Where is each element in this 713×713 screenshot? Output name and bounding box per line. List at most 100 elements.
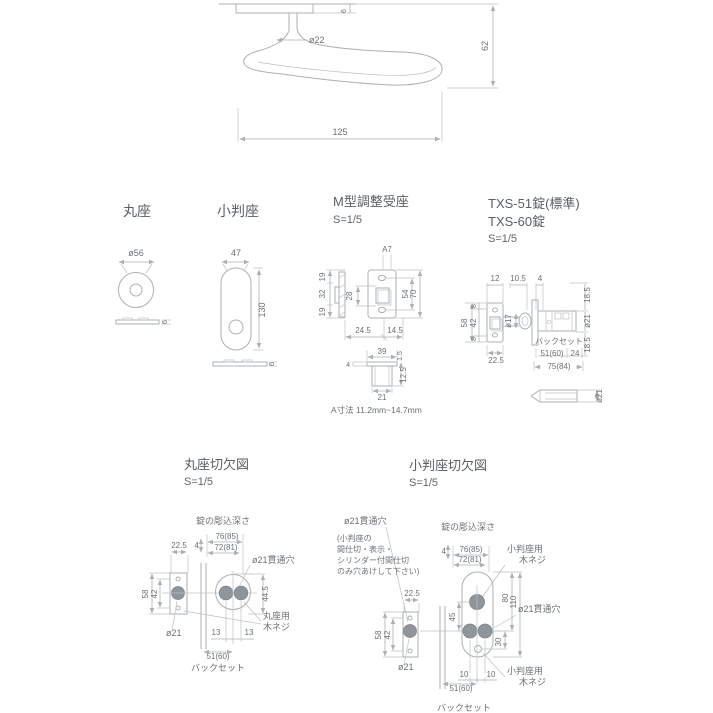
round-rose-outline — [118, 272, 154, 308]
backset-label: バックセット — [437, 703, 491, 713]
dim-rose-thickness: 6 — [162, 320, 169, 324]
dim-28: 28 — [345, 291, 354, 300]
latch-bolt-bottom-view — [530, 389, 578, 403]
oval-cutout-figure: 小判座切欠図 S=1/5 ø21貫通穴 (小判座の 間仕切・表示・ シリンダー付… — [337, 458, 561, 713]
dim-80: 80 — [501, 593, 510, 602]
through-hole-label-mid: ø21貫通穴 — [518, 603, 561, 614]
round-cutout-scale: S=1/5 — [184, 476, 213, 488]
dim-12-5: 12.5 — [399, 367, 408, 383]
mortise-depth-label: 錠の彫込深さ — [196, 515, 250, 526]
dim-51-60: 51(60) — [540, 349, 563, 358]
strike-title: M型調整受座 — [333, 194, 409, 209]
dim-oval-width: 47 — [231, 248, 241, 258]
round-cutout-figure: 丸座切欠図 S=1/5 錠の彫込深さ 4 76(85) 72(81) 22.5 … — [141, 457, 295, 673]
oval-rose-hole — [228, 319, 244, 335]
oval-cutout-title: 小判座切欠図 — [409, 458, 487, 473]
strike-plate-figure: M型調整受座 S=1/5 A7 19 32 19 28 54 70 24.5 1… — [318, 194, 423, 415]
dim-72-81: 72(81) — [214, 543, 237, 552]
dim-phi21-side: ø21 — [595, 389, 604, 403]
screw-label-top-1: 小判座用 — [507, 543, 543, 554]
dim-10-5: 10.5 — [510, 274, 526, 283]
latch-body-side — [503, 299, 577, 346]
oval-rose-title: 小判座 — [217, 203, 259, 219]
dim-44-5: 44.5 — [261, 586, 270, 602]
dim-76-85: 76(85) — [459, 545, 482, 554]
latch-title-1: TXS-51錠(標準) — [488, 196, 580, 211]
dim-54: 54 — [401, 289, 410, 298]
dim-oval-height: 130 — [257, 302, 267, 317]
round-rose-hole — [129, 283, 143, 297]
through-hole-label: ø21貫通穴 — [252, 554, 295, 565]
dim-4: 4 — [442, 547, 447, 556]
through-hole-mid-left — [462, 623, 478, 639]
dim-19-top: 19 — [318, 272, 327, 281]
door-corner-lines — [439, 606, 446, 689]
dim-4: 4 — [195, 541, 200, 550]
dim-22-5: 22.5 — [171, 541, 187, 550]
dim-18-5-bottom: 18.5 — [583, 337, 592, 353]
latch-title-2: TXS-60錠 — [488, 214, 545, 229]
dim-18-5-top: 18.5 — [583, 287, 592, 303]
dim-76-85: 76(85) — [215, 532, 238, 541]
dim-58: 58 — [460, 318, 469, 327]
oval-rose-outline — [220, 267, 252, 351]
dim-1-5: 1.5 — [397, 351, 404, 361]
dim-51-60: 51(60) — [206, 652, 229, 661]
dim-32: 32 — [318, 289, 327, 298]
oval-cutout-scale: S=1/5 — [409, 477, 438, 489]
lever-handle-side-view: 6 ø22 62 125 — [219, 3, 498, 142]
latch-scale: S=1/5 — [488, 233, 517, 245]
round-rose-figure: 丸座 ø56 6 — [115, 203, 171, 325]
note-line-1: (小判座の — [337, 533, 372, 543]
rose-plate-section — [235, 4, 314, 14]
dim-39: 39 — [378, 347, 387, 356]
dim-22-5: 22.5 — [404, 589, 420, 598]
dim-height: 62 — [480, 41, 490, 51]
door-edge-plate — [402, 611, 419, 658]
strike-latch-window — [375, 287, 390, 304]
dim-51-60: 51(60) — [449, 684, 472, 693]
through-hole-left — [218, 585, 234, 601]
dim-4: 4 — [538, 274, 543, 283]
screw-label-top-2: 木ネジ — [519, 554, 546, 565]
dim-42: 42 — [150, 589, 159, 598]
round-rose-profile: 6 — [115, 317, 171, 325]
note-line-3: シリンダー付間仕切 — [337, 555, 409, 565]
dim-19-bottom: 19 — [318, 307, 327, 316]
dim-10-left: 10 — [460, 670, 469, 679]
dim-13-right: 13 — [245, 628, 254, 637]
dim-70: 70 — [409, 289, 418, 298]
handle-lever-crease — [257, 61, 437, 76]
latch-faceplate-front — [486, 302, 504, 343]
dim-rose-dia: ø56 — [128, 248, 144, 258]
dim-4-tab: 4 — [346, 362, 350, 369]
screw-label-bottom-1: 小判座用 — [507, 665, 543, 676]
dim-45: 45 — [448, 612, 457, 621]
handle-neck — [288, 13, 298, 31]
dim-75-84: 75(84) — [547, 362, 570, 371]
dim-8-top: 8 — [471, 304, 478, 308]
backset-label: バックセット — [535, 337, 583, 346]
oval-rose-profile: 6 — [212, 359, 277, 367]
oval-rose-figure: 小判座 47 130 6 — [212, 203, 277, 367]
strike-dust-box-section — [352, 361, 398, 387]
screw-label-1: 丸座用 — [263, 610, 290, 621]
through-hole-right — [233, 585, 249, 601]
dim-24-5: 24.5 — [355, 326, 371, 335]
through-hole-label-top: ø21貫通穴 — [344, 515, 387, 526]
round-cutout-title: 丸座切欠図 — [184, 457, 249, 472]
dim-30: 30 — [494, 637, 503, 646]
dim-oval-thickness: 6 — [269, 362, 276, 366]
strike-plate-outline — [367, 269, 397, 319]
backset-label: バックセット — [191, 663, 245, 673]
screw-hole-bottom — [474, 645, 482, 653]
dim-13-left: 13 — [212, 628, 221, 637]
latch-figure: TXS-51錠(標準) TXS-60錠 S=1/5 12 10.5 4 8 58… — [460, 196, 604, 403]
oval-cutout-outline — [461, 571, 494, 658]
dim-110: 110 — [509, 595, 518, 608]
mortise-depth-label: 錠の彫込深さ — [441, 521, 495, 532]
dim-plate-thickness: 6 — [341, 9, 348, 13]
strike-side-profile — [334, 271, 346, 318]
